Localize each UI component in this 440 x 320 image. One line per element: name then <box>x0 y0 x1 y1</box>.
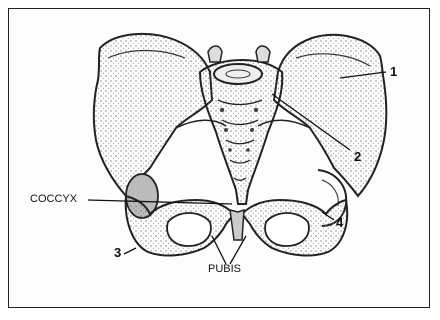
label-3: 3 <box>114 246 121 259</box>
right-ilium <box>274 35 386 196</box>
label-4: 4 <box>336 216 343 229</box>
left-obturator-foramen <box>167 213 211 246</box>
label-1: 1 <box>390 65 397 78</box>
right-obturator-foramen <box>265 213 309 246</box>
label-2: 2 <box>354 150 361 163</box>
left-ilium <box>94 34 212 196</box>
label-coccyx: COCCYX <box>30 194 77 205</box>
pubic-symphysis <box>230 210 244 240</box>
label-pubis: PUBIS <box>208 264 241 275</box>
